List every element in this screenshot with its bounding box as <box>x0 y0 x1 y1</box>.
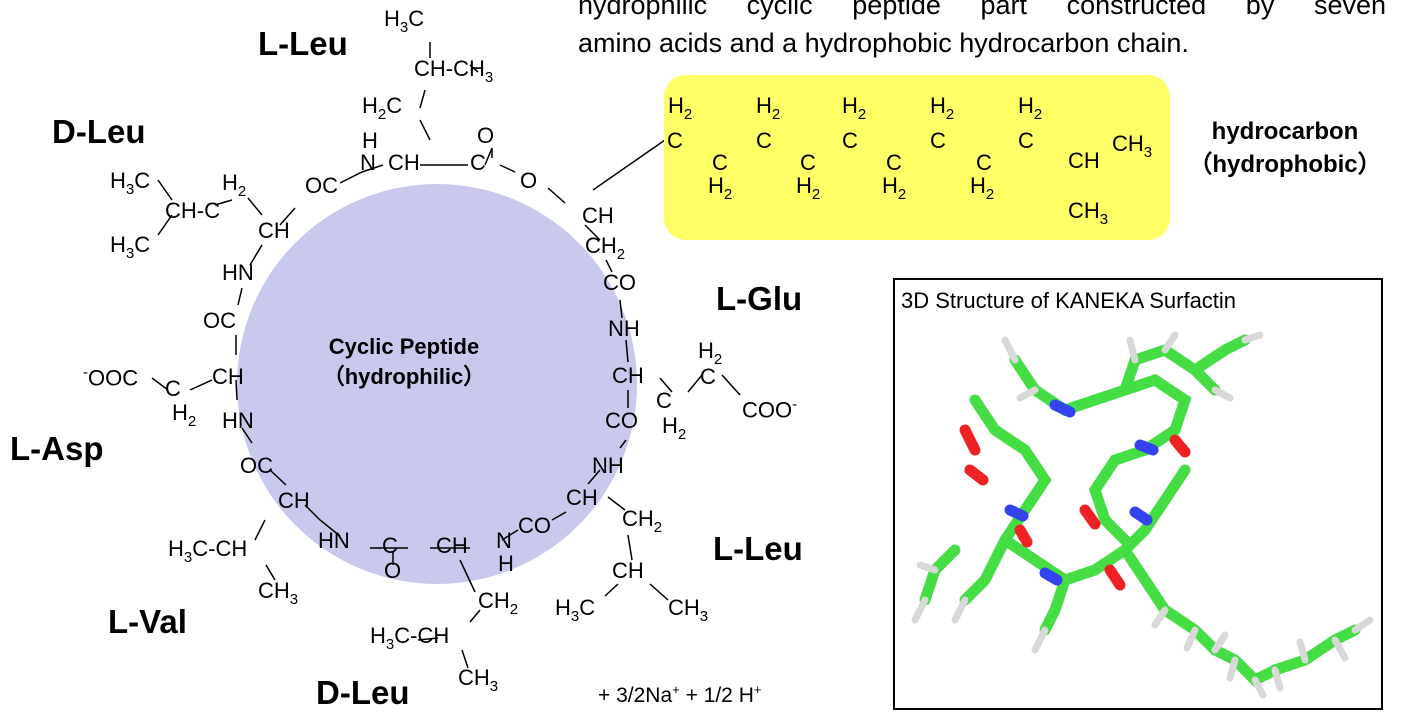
atom-ch-ester: CH <box>582 203 614 228</box>
cyclic-peptide-circle <box>237 184 637 584</box>
atom-ch3-right: CH3 <box>668 595 709 626</box>
structure-3d-model <box>911 331 1374 699</box>
hc-c-5: C <box>842 128 858 153</box>
atom-ch-val: CH <box>278 488 310 513</box>
atom-o-ester: O <box>520 168 538 193</box>
hc-c-2: C <box>712 150 728 175</box>
label-l-glu: L-Glu <box>716 280 803 317</box>
hc-h2-1: H2 <box>668 93 693 124</box>
hc-c-1: C <box>667 128 683 153</box>
hc-c-9: C <box>1018 128 1034 153</box>
atom-hn-left1: HN <box>222 260 254 285</box>
cyclic-peptide-label: Cyclic Peptide （hydrophilic） <box>304 332 504 392</box>
hydrocarbon-label: hydrocarbon （hydrophobic） <box>1180 115 1390 181</box>
hc-ch: CH <box>1068 148 1100 173</box>
atom-c-glu1: C <box>656 388 672 413</box>
atom-h-top: H <box>362 128 378 153</box>
atom-o-bottom: O <box>384 558 402 583</box>
label-l-asp: L-Asp <box>10 430 104 467</box>
atom-h3c-ch-bottom: H3C-CH <box>370 623 450 654</box>
hc-c-7: C <box>930 128 946 153</box>
atom-h3c-left2: H3C <box>110 232 151 263</box>
atom-h3c: H3C <box>384 6 425 37</box>
atom-ooc: -OOC <box>83 364 139 391</box>
atom-ch-top: CH <box>388 150 420 175</box>
label-l-leu-right: L-Leu <box>713 530 803 567</box>
atom-c-glu2: C <box>700 364 716 389</box>
atom-h2-glu1: H2 <box>662 413 687 444</box>
atom-h3c-right: H3C <box>555 595 596 626</box>
atom-hn-left2: HN <box>222 408 254 433</box>
hc-h2-8: H2 <box>970 173 995 204</box>
hc-h2-7: H2 <box>930 93 955 124</box>
atom-nh-right1: NH <box>608 316 640 341</box>
hydrocarbon-title: hydrocarbon <box>1211 118 1359 145</box>
hc-c-6: C <box>886 150 902 175</box>
label-d-leu-left: D-Leu <box>52 113 146 150</box>
hc-h2-5: H2 <box>842 93 867 124</box>
atom-h3c-ch-val: H3C-CH <box>168 536 248 567</box>
hc-h2-3: H2 <box>756 93 781 124</box>
counter-ions: + 3/2Na+ + 1/2 H+ <box>598 682 762 707</box>
hc-ch3-2: CH3 <box>1068 198 1109 229</box>
label-d-leu-bottom: D-Leu <box>316 674 410 711</box>
hc-c-4: C <box>800 150 816 175</box>
atom-h3c-left1: H3C <box>110 168 151 199</box>
structure-3d-panel: 3D Structure of KANEKA Surfactin <box>893 278 1383 710</box>
hc-h2-2: H2 <box>708 173 733 204</box>
hc-c-8: C <box>976 150 992 175</box>
cyclic-peptide-title: Cyclic Peptide <box>328 334 480 359</box>
atom-ch2-ring: CH2 <box>585 233 626 264</box>
atom-ch-right-leu: CH <box>566 485 598 510</box>
atom-ch-asp: CH <box>212 364 244 389</box>
atom-h2c: H2C <box>362 93 403 124</box>
atom-n-bottom: N <box>496 528 512 553</box>
atom-c-asp: C <box>165 376 181 401</box>
atom-ch3-val: CH3 <box>258 578 299 609</box>
atom-co-right1: CO <box>603 270 636 295</box>
atom-oc-topleft: OC <box>305 173 338 198</box>
atom-ch2-bottom: CH2 <box>478 588 519 619</box>
hydrocarbon-box <box>664 75 1170 240</box>
cyclic-peptide-subtitle: （hydrophilic） <box>322 364 486 389</box>
atom-h2-glu2: H2 <box>698 338 723 369</box>
atom-ch-c-left: CH-C <box>165 198 220 223</box>
hc-ch3-1: CH3 <box>1112 131 1153 162</box>
caption-line-1: hydrophilic cyclic peptide part construc… <box>578 0 1386 20</box>
hc-h2-6: H2 <box>882 173 907 204</box>
hc-h2-9: H2 <box>1018 93 1043 124</box>
label-l-leu-top: L-Leu <box>258 25 348 62</box>
hc-h2-4: H2 <box>796 173 821 204</box>
atom-h2-left: H2 <box>222 170 247 201</box>
atom-ch-glu: CH <box>612 363 644 388</box>
atom-nh-right2: NH <box>592 453 624 478</box>
atom-oc-left1: OC <box>203 308 236 333</box>
atom-ch-ch3: CH-CH3 <box>414 56 494 87</box>
atom-coo: COO- <box>742 396 798 423</box>
atom-h-bottom: H <box>498 551 514 576</box>
atom-o-top: O <box>477 123 495 148</box>
hydrocarbon-subtitle: （hydrophobic） <box>1188 151 1382 178</box>
figure-caption: hydrophilic cyclic peptide part construc… <box>578 0 1386 62</box>
atom-ch2-right-leu: CH2 <box>622 506 663 537</box>
atom-n-top: N <box>360 150 376 175</box>
atom-hn-bottom: HN <box>318 528 350 553</box>
atom-c-bottom: C <box>382 533 398 558</box>
hc-c-3: C <box>756 128 772 153</box>
atom-oc-left2: OC <box>240 453 273 478</box>
structure-3d-title: 3D Structure of KANEKA Surfactin <box>901 288 1237 313</box>
atom-c-top: C <box>470 150 486 175</box>
atom-ch-right-leu2: CH <box>612 558 644 583</box>
atom-ch-bottom: CH <box>436 533 468 558</box>
atom-ch3-bottom: CH3 <box>458 665 499 696</box>
atom-ch-left: CH <box>258 218 290 243</box>
atom-h2-asp: H2 <box>172 400 197 431</box>
label-l-val: L-Val <box>108 603 187 640</box>
atom-co-bottom: CO <box>518 513 551 538</box>
atom-co-right2: CO <box>605 408 638 433</box>
caption-line-2: amino acids and a hydrophobic hydrocarbo… <box>578 28 1189 58</box>
